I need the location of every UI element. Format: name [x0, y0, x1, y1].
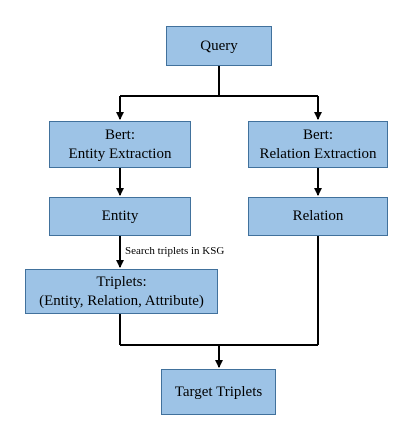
- bert-entity-extraction-box: Bert: Entity Extraction: [49, 121, 191, 168]
- bert-relation-line1: Bert:: [303, 126, 333, 143]
- relation-box: Relation: [248, 197, 388, 236]
- bert-entity-line2: Entity Extraction: [68, 145, 172, 162]
- triplets-box: Triplets: (Entity, Relation, Attribute): [25, 269, 218, 314]
- triplets-line1: Triplets:: [96, 273, 147, 290]
- triplets-line2: (Entity, Relation, Attribute): [39, 292, 204, 309]
- query-label: Query: [200, 37, 238, 54]
- bert-relation-extraction-box: Bert: Relation Extraction: [248, 121, 388, 168]
- entity-label: Entity: [101, 208, 139, 225]
- edge-label-search-triplets: Search triplets in KSG: [125, 245, 225, 257]
- target-triplets-label: Target Triplets: [174, 383, 263, 400]
- bert-entity-line1: Bert:: [105, 126, 135, 143]
- bert-relation-line2: Relation Extraction: [259, 145, 377, 162]
- query-box: Query: [166, 26, 272, 66]
- entity-box: Entity: [49, 197, 191, 236]
- target-triplets-box: Target Triplets: [161, 369, 276, 415]
- relation-label: Relation: [292, 208, 344, 225]
